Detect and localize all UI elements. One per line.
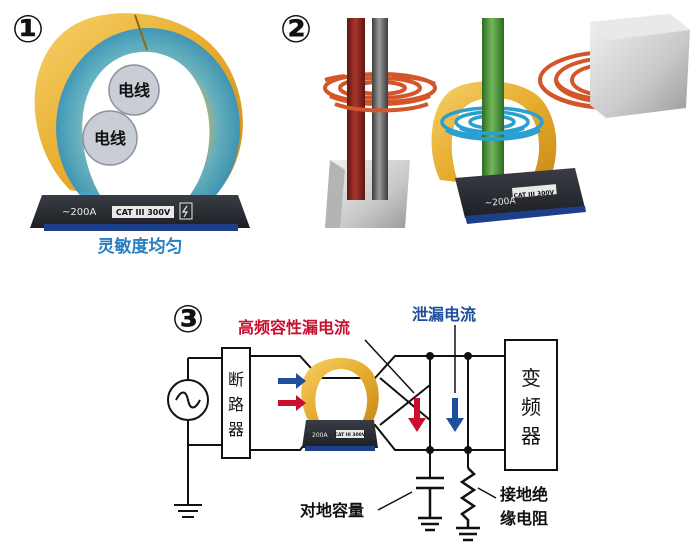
resistance-label-line2: 缘电阻 [500,509,548,528]
panel-1-caption: 灵敏度均匀 [98,236,183,257]
meter-range-label: ~200A [62,207,96,218]
capacitance-label: 对地容量 [300,501,364,520]
panel-1: ① 电线 电线 ~200A CAT III 300V 灵敏度均匀 [12,7,250,257]
ac-wave-icon [175,391,201,409]
wire-green [482,18,504,208]
ground-symbol-source [174,504,202,518]
panel-2-number: ② [280,7,312,51]
breaker-char-2: 路 [228,395,244,414]
clamp-jaw-panel3 [301,357,379,422]
wire-top-label: 电线 [118,81,150,100]
clamp-jaw-panel2 [431,81,557,182]
breaker-char-3: 器 [228,420,244,439]
terminal-block-left [325,160,410,228]
red-arrow-hf [408,398,426,432]
breaker-box [221,347,251,459]
blue-arrow-small [278,373,306,389]
warning-icon [179,202,193,220]
circuit-wires [250,355,505,478]
inverter-char-2: 频 [521,395,541,419]
panel-3: ③ 高频容性漏电流 泄漏电流 断 路 器 [167,297,558,542]
inverter-box [504,339,558,471]
panel-2: ② [280,7,690,228]
capacitor-symbol [416,476,444,532]
meter-cat-label: CAT III 300V [116,208,171,217]
meter-range-label-panel3: 200A [312,432,328,439]
hf-leak-current-label: 高频容性漏电流 [238,318,350,337]
leak-current-label: 泄漏电流 [412,305,476,324]
resistance-label-line1: 接地绝 [500,485,548,504]
panel-1-number: ① [12,7,44,51]
inverter-char-1: 变 [521,366,541,390]
resistor-symbol [456,467,480,542]
metal-object [590,14,690,118]
meter-cat-label-panel2: CAT III 300V [513,189,555,200]
wire-top [108,64,160,116]
meter-cat-label-panel3: CAT III 300V [335,432,366,438]
red-arrow-small [278,395,306,411]
wire-bottom [82,110,138,166]
breaker-char-1: 断 [228,370,244,389]
inverter-char-3: 器 [521,424,541,448]
blue-arrow-leak [446,398,464,432]
wire-bottom-label: 电线 [94,129,126,148]
meter-range-label-panel2: ~200A [484,196,516,209]
panel-3-number: ③ [172,297,204,341]
